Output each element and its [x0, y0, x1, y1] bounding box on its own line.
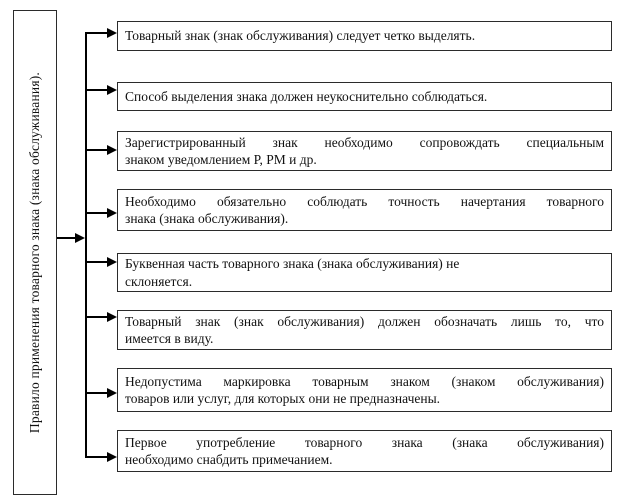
branch-connector-line [86, 32, 107, 34]
rule-box: Товарный знак (знак обслуживания) следуе… [117, 21, 612, 51]
root-box-label: Правило применения товарного знака (знак… [27, 71, 42, 434]
branch-connector-line [86, 316, 107, 318]
rule-box-text-line: имеется в виду. [125, 331, 214, 346]
rule-box-text-line: необходимо снабдить примечанием. [125, 452, 333, 467]
branch-connector-line [86, 456, 107, 458]
branch-arrowhead-icon [107, 388, 117, 398]
rule-box: Буквенная часть товарного знака (знака о… [117, 253, 612, 292]
rule-box-text-line: Недопустима маркировка товарным знаком (… [125, 373, 604, 389]
rule-box: Товарный знак (знак обслуживания) должен… [117, 310, 612, 350]
rule-box: Первое употребление товарного знака (зна… [117, 430, 612, 472]
rule-box: Необходимо обязательно соблюдать точност… [117, 189, 612, 231]
rule-box-text-line: Способ выделения знака должен неукосните… [125, 88, 488, 104]
rule-box-text-line: Буквенная часть товарного знака (знака о… [125, 256, 460, 271]
root-box: Правило применения товарного знака (знак… [13, 10, 57, 495]
branch-arrowhead-icon [107, 145, 117, 155]
branch-arrowhead-icon [107, 28, 117, 38]
rule-box-text-line: Зарегистрированный знак необходимо сопро… [125, 134, 604, 150]
branch-arrowhead-icon [107, 312, 117, 322]
rule-box: Зарегистрированный знак необходимо сопро… [117, 131, 612, 171]
branch-arrowhead-icon [107, 85, 117, 95]
branch-connector-line [86, 89, 107, 91]
root-arrowhead-icon [75, 233, 85, 243]
branch-arrowhead-icon [107, 452, 117, 462]
rule-box-text-line: склоняется. [125, 273, 193, 289]
rule-box-text-line: Первое употребление товарного знака (зна… [125, 434, 604, 450]
root-connector-line [57, 237, 76, 239]
rule-box-text-line: знаком уведомлением Р, РМ и др. [125, 152, 317, 167]
rule-box: Способ выделения знака должен неукосните… [117, 82, 612, 111]
trunk-connector-line [85, 32, 87, 458]
branch-arrowhead-icon [107, 208, 117, 218]
rule-box: Недопустима маркировка товарным знаком (… [117, 368, 612, 412]
branch-connector-line [86, 261, 107, 263]
rule-box-text-line: Необходимо обязательно соблюдать точност… [125, 193, 604, 209]
branch-arrowhead-icon [107, 257, 117, 267]
branch-connector-line [86, 149, 107, 151]
rule-box-text-line: Товарный знак (знак обслуживания) следуе… [125, 28, 476, 44]
rule-box-text-line: товаров или услуг, для которых они не пр… [125, 391, 441, 406]
branch-connector-line [86, 392, 107, 394]
rule-box-text-line: Товарный знак (знак обслуживания) должен… [125, 313, 604, 329]
rule-box-text-line: знака (знака обслуживания). [125, 211, 289, 226]
branch-connector-line [86, 212, 107, 214]
